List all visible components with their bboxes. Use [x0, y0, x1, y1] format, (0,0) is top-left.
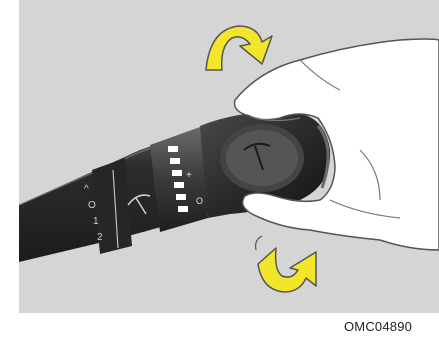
rotation-arrow-down-icon — [256, 236, 316, 292]
figure-code-caption: OMC04890 — [344, 319, 412, 334]
rotation-arrow-up-icon — [206, 26, 272, 70]
rotary-ring: + O — [150, 127, 208, 232]
svg-text:O: O — [88, 200, 96, 211]
svg-text:+: + — [186, 170, 192, 181]
svg-text:O: O — [196, 196, 203, 206]
svg-text:1: 1 — [93, 216, 99, 227]
svg-text:^: ^ — [84, 184, 89, 195]
svg-text:2: 2 — [97, 232, 103, 243]
